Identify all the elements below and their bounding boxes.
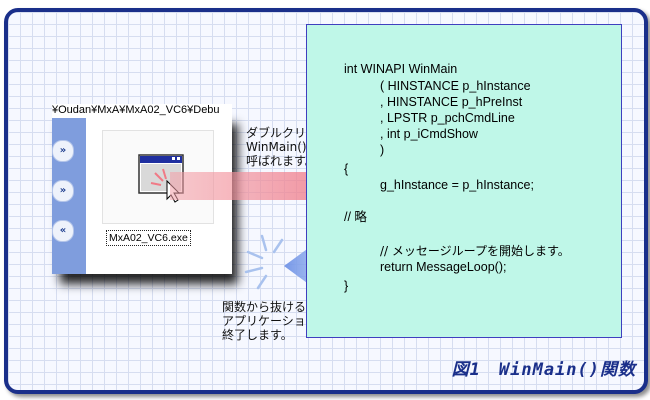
- code-line: // メッセージループを開始します。: [380, 244, 570, 258]
- expand-chevron-icon[interactable]: »: [52, 140, 74, 162]
- code-line: // 略: [344, 210, 367, 224]
- note-line: 呼ばれます。: [246, 154, 317, 168]
- folder-path: ¥Oudan¥MxA¥MxA02_VC6¥Debu: [52, 104, 220, 116]
- code-line: return MessageLoop();: [380, 260, 507, 274]
- code-line: }: [344, 279, 349, 293]
- winmain-code-box: [306, 24, 622, 338]
- exit-note: 関数から抜けると アプリケーションが 終了します。: [222, 300, 330, 342]
- task-pane: » » «: [52, 118, 86, 274]
- code-line: , HINSTANCE p_hPreInst: [380, 95, 523, 109]
- collapse-chevron-icon[interactable]: «: [52, 220, 74, 242]
- note-line: 関数から抜けると: [222, 300, 319, 314]
- code-line: g_hInstance = p_hInstance;: [380, 178, 534, 192]
- code-line: , LPSTR p_pchCmdLine: [380, 111, 515, 125]
- figure-caption: 図1 WinMain()関数: [451, 360, 636, 380]
- code-line: , int p_iCmdShow: [380, 127, 478, 141]
- expand-chevron-icon[interactable]: »: [52, 180, 74, 202]
- code-line: int WINAPI WinMain: [344, 62, 458, 76]
- code-line: ): [380, 143, 385, 157]
- note-line: アプリケーションが: [222, 314, 330, 328]
- code-line: {: [344, 162, 349, 176]
- note-line: 終了します。: [222, 328, 293, 342]
- exit-burst-icon: [244, 234, 284, 290]
- code-line: ( HINSTANCE p_hInstance: [380, 79, 531, 93]
- exe-file-label[interactable]: MxA02_VC6.exe: [106, 230, 191, 246]
